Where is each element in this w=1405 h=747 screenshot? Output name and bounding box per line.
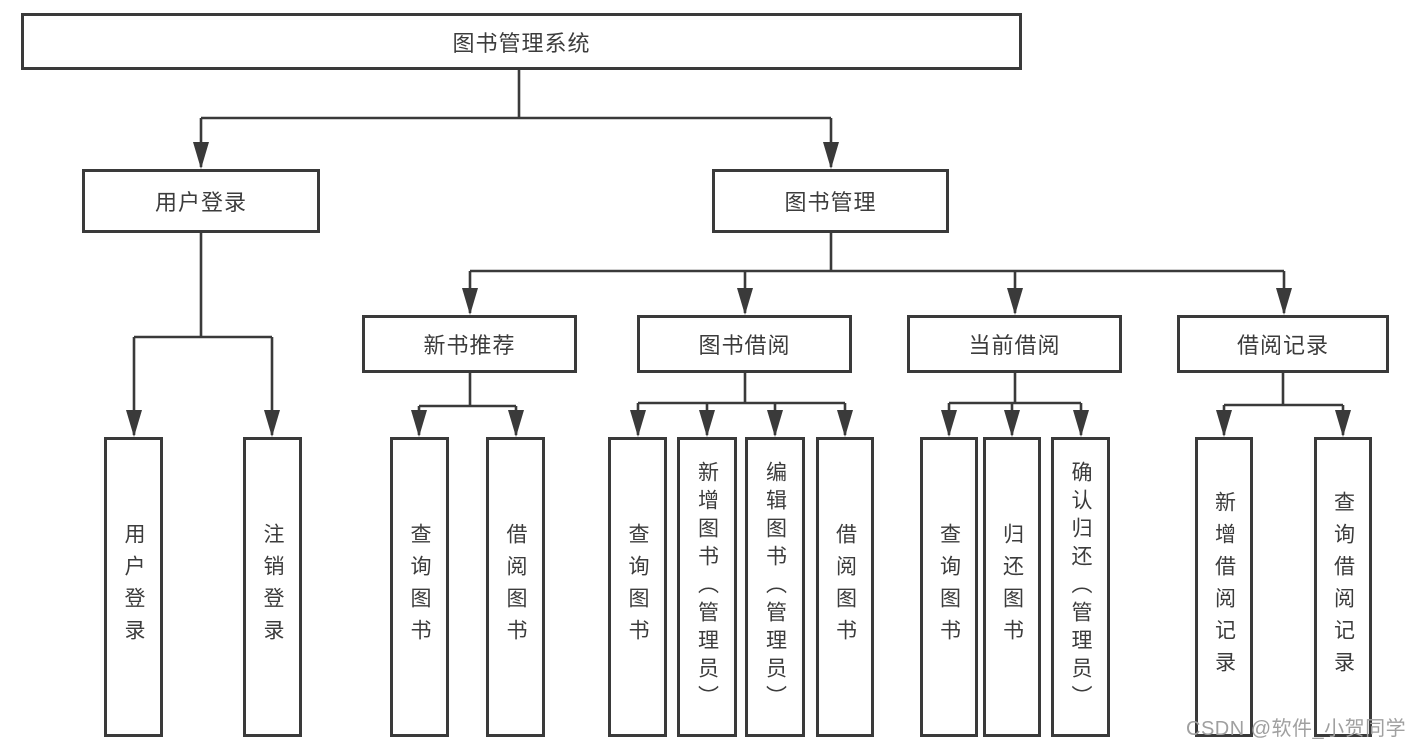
leaf-recommend-borrow-books: 借阅图书 [486,437,545,737]
node-label: 新增图书（管理员） [695,461,719,713]
leaf-user-login: 用户登录 [104,437,163,737]
arrowhead-down [1276,288,1292,315]
node-label: 借阅记录 [1236,333,1329,358]
node-book-management: 图书管理 [712,169,949,233]
arrowhead-down [1004,410,1020,437]
node-label: 新增借阅记录 [1212,491,1236,683]
arrowhead-down [411,410,427,437]
connector-records-children [1222,373,1345,435]
leaf-current-return-books: 归还图书 [983,437,1041,737]
leaf-borrowing-borrow-books: 借阅图书 [816,437,874,737]
connector-book-management-children [468,233,1286,313]
arrowhead-down [699,410,715,437]
node-label: 用户登录 [122,523,145,651]
arrowhead-down [462,288,478,315]
node-library-system: 图书管理系统 [21,13,1022,70]
node-label: 注销登录 [261,523,284,651]
connector-user-login-children [132,233,274,435]
leaf-borrowing-edit-books-admin: 编辑图书（管理员） [745,437,805,737]
arrowhead-down [508,410,524,437]
node-label: 确认归还（管理员） [1069,461,1092,713]
node-label: 图书管理系统 [452,30,591,56]
node-new-book-recommendation: 新书推荐 [362,315,577,373]
leaf-records-query-record: 查询借阅记录 [1314,437,1372,737]
leaf-borrowing-add-books-admin: 新增图书（管理员） [677,437,737,737]
node-label: 新书推荐 [423,333,516,358]
arrowhead-down [941,410,957,437]
arrowhead-down [630,410,646,437]
arrowhead-down [1007,288,1023,315]
leaf-current-query-books: 查询图书 [920,437,978,737]
node-label: 查询图书 [626,523,649,651]
node-label: 图书借阅 [698,333,791,358]
leaf-records-add-record: 新增借阅记录 [1195,437,1253,737]
node-label: 编辑图书（管理员） [763,461,787,713]
arrowhead-down [193,142,209,169]
node-label: 图书管理 [784,190,877,215]
arrowhead-down [1216,410,1232,437]
arrowhead-down [823,142,839,169]
node-label: 查询图书 [937,523,961,651]
node-label: 借阅图书 [504,523,527,651]
arrowhead-down [1073,410,1089,437]
csdn-watermark: CSDN @软件_小贺同学 [1186,718,1405,740]
arrowhead-down [126,410,142,437]
arrowheads [126,142,1351,437]
node-label: 归还图书 [1000,523,1024,651]
connector-root-to-level2 [199,70,833,167]
arrowhead-down [264,410,280,437]
leaf-current-confirm-return-admin: 确认归还（管理员） [1051,437,1110,737]
arrowhead-down [837,410,853,437]
node-user-login: 用户登录 [82,169,320,233]
leaf-logout: 注销登录 [243,437,302,737]
node-label: 查询图书 [408,523,431,651]
arrowhead-down [737,288,753,315]
connector-recommend-children [417,373,518,435]
connector-borrowing-children [636,373,847,435]
arrowhead-down [767,410,783,437]
node-book-borrowing: 图书借阅 [637,315,852,373]
node-label: 用户登录 [154,190,247,215]
node-current-borrowing: 当前借阅 [907,315,1122,373]
leaf-recommend-query-books: 查询图书 [390,437,449,737]
node-label: 当前借阅 [968,333,1061,358]
node-borrowing-records: 借阅记录 [1177,315,1389,373]
node-label: 借阅图书 [833,523,857,651]
node-label: 查询借阅记录 [1331,491,1355,683]
arrowhead-down [1335,410,1351,437]
leaf-borrowing-query-books: 查询图书 [608,437,667,737]
